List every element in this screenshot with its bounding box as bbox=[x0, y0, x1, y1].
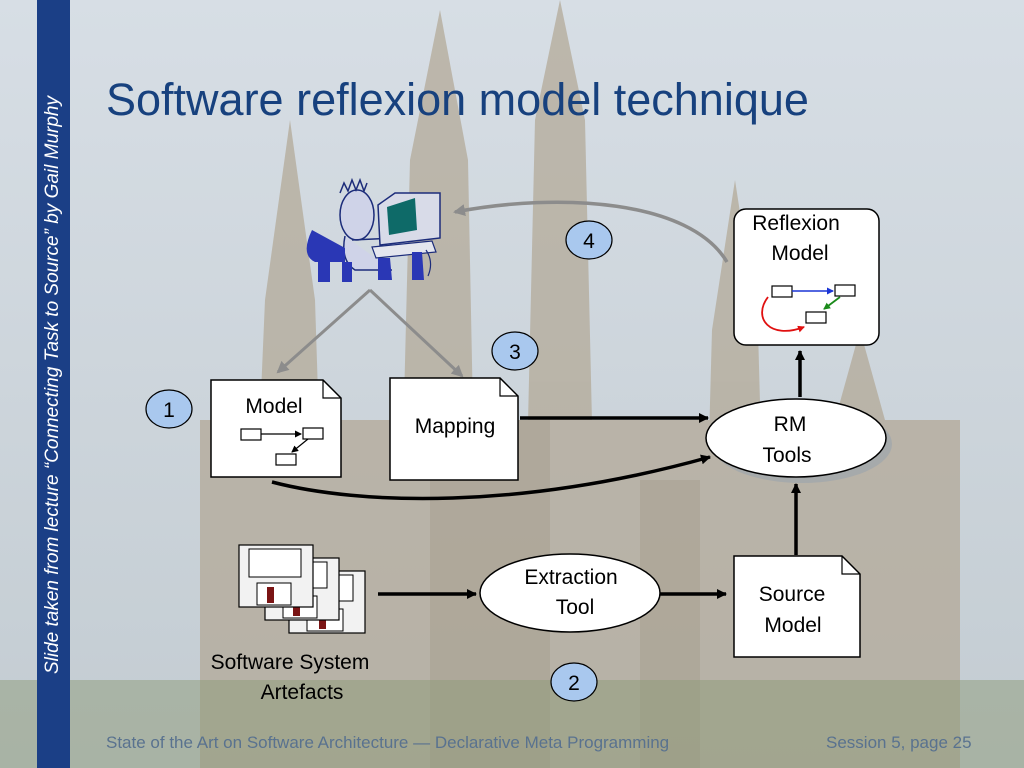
extraction-tool-label-2: Tool bbox=[556, 596, 595, 619]
step-3-label: 3 bbox=[509, 341, 521, 364]
step-1-label: 1 bbox=[163, 399, 175, 422]
reflexion-model-label-1: Reflexion bbox=[752, 212, 840, 235]
extraction-tool-label-1: Extraction bbox=[524, 566, 617, 589]
floppy-disks-icon bbox=[238, 544, 366, 634]
source-model-label-2: Model bbox=[764, 614, 821, 637]
rm-tools-node: RM Tools bbox=[705, 398, 892, 483]
model-mini-diagram-icon bbox=[240, 427, 324, 466]
person-at-computer-icon bbox=[306, 177, 441, 282]
footer-course-title: State of the Art on Software Architectur… bbox=[106, 733, 670, 752]
step-badge-2: 2 bbox=[550, 662, 598, 702]
footer-page-number: Session 5, page 25 bbox=[826, 733, 972, 752]
step-4-label: 4 bbox=[583, 230, 595, 253]
extraction-tool-node: Extraction Tool bbox=[479, 553, 661, 633]
sidebar-band bbox=[37, 0, 70, 768]
source-model-document: Source Model bbox=[733, 555, 861, 658]
step-badge-1: 1 bbox=[145, 389, 193, 429]
step-badge-4: 4 bbox=[565, 220, 613, 260]
model-document: Model bbox=[210, 379, 342, 478]
model-label: Model bbox=[245, 395, 302, 418]
artefacts-label-1: Software System bbox=[211, 651, 370, 674]
mapping-label: Mapping bbox=[415, 415, 496, 438]
reflexion-mini-diagram-icon bbox=[761, 284, 856, 333]
slide-title: Software reflexion model technique bbox=[106, 74, 809, 125]
reflexion-model-node: Reflexion Model bbox=[733, 208, 880, 346]
source-model-label-1: Source bbox=[759, 583, 826, 606]
reflexion-model-label-2: Model bbox=[771, 242, 828, 265]
mapping-document: Mapping bbox=[389, 377, 519, 481]
step-badge-3: 3 bbox=[491, 331, 539, 371]
artefacts-label-2: Artefacts bbox=[261, 681, 344, 704]
rm-tools-label-2: Tools bbox=[762, 444, 811, 467]
rm-tools-label-1: RM bbox=[774, 413, 807, 436]
step-2-label: 2 bbox=[568, 672, 580, 695]
